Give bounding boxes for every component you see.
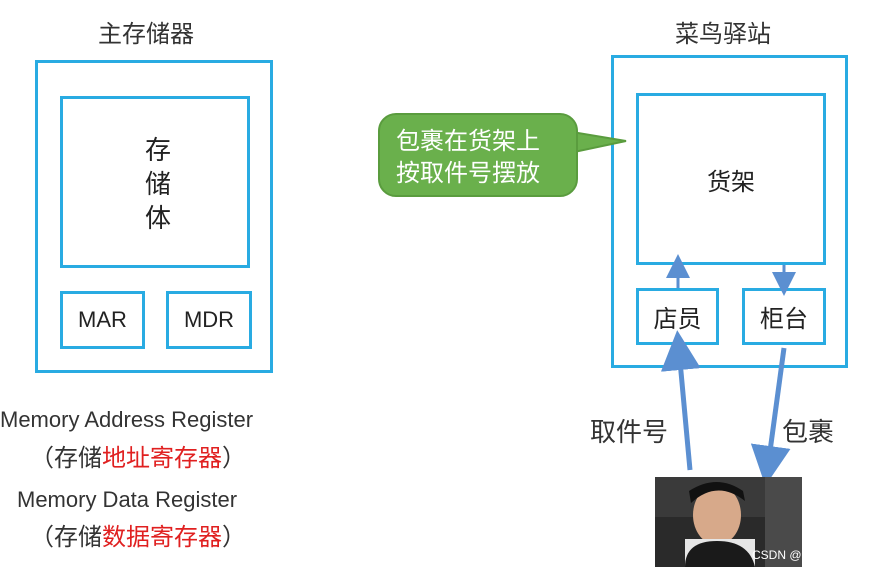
- mar-chinese-highlight: 地址寄存器: [102, 444, 222, 472]
- mdr-full-name: Memory Data Register: [17, 487, 238, 512]
- counter-label: 柜台: [760, 305, 808, 333]
- callout-line-2: 按取件号摆放: [396, 159, 540, 187]
- csdn-watermark: CSDN @仔仔木: [752, 548, 838, 562]
- mdr-label: MDR: [183, 307, 235, 332]
- main-memory-title: 主存储器: [98, 20, 194, 48]
- callout-line-1: 包裹在货架上: [396, 127, 540, 155]
- storage-body-char-2: 储: [144, 170, 171, 200]
- mar-chinese-name: （存储地址寄存器）: [30, 444, 246, 472]
- station-title: 菜鸟驿站: [675, 20, 771, 48]
- pickup-code-label: 取件号: [590, 418, 669, 448]
- mar-full-name: Memory Address Register: [0, 407, 254, 432]
- callout-bubble: 包裹在货架上 按取件号摆放: [378, 113, 578, 197]
- customer-photo: [655, 477, 802, 567]
- pickup-code-arrow: [660, 330, 701, 471]
- counter-box: 柜台: [742, 288, 826, 345]
- shelf-box: 货架: [636, 93, 826, 265]
- storage-body-box: [60, 96, 250, 268]
- mar-box: MAR: [60, 291, 145, 349]
- clerk-label: 店员: [653, 305, 702, 333]
- mdr-chinese-name: （存储数据寄存器）: [30, 523, 246, 551]
- storage-body-char-3: 体: [144, 204, 171, 234]
- mar-label: MAR: [78, 307, 127, 332]
- storage-body-char-1: 存: [144, 136, 171, 166]
- person-portrait-icon: [655, 477, 802, 567]
- mdr-chinese-highlight: 数据寄存器: [102, 523, 222, 551]
- storage-body-label: 存 储 体: [138, 134, 178, 236]
- package-arrow: [750, 347, 791, 486]
- shelf-label: 货架: [707, 167, 755, 196]
- package-label: 包裹: [782, 418, 835, 448]
- mdr-box: MDR: [166, 291, 252, 349]
